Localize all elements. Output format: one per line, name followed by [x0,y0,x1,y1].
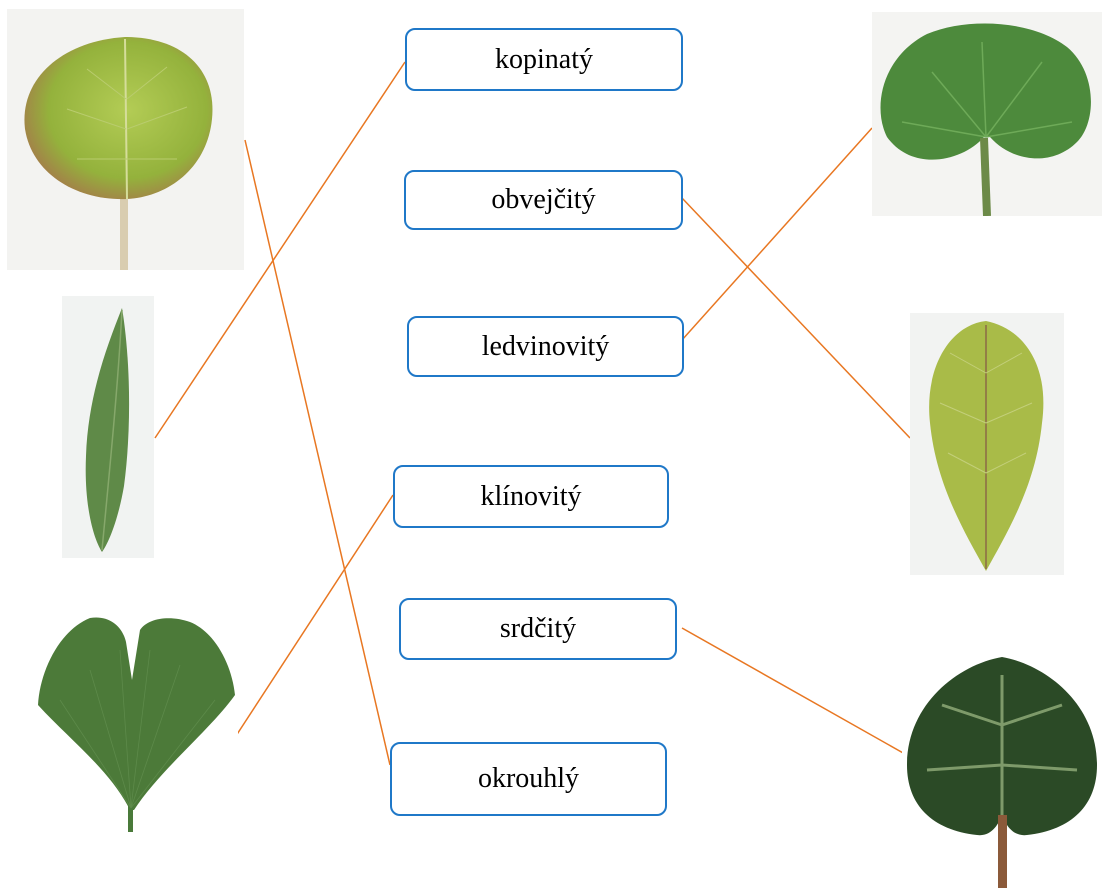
label-okrouhly[interactable]: okrouhlý [390,742,667,816]
obovate-leaf-image [910,313,1064,575]
label-kopinaty[interactable]: kopinatý [405,28,683,91]
lanceolate-leaf-image [62,296,154,558]
label-srdcity[interactable]: srdčitý [399,598,677,660]
connector-cordate-to-srdcity [682,628,912,758]
label-kopinaty-text: kopinatý [495,44,593,76]
label-ledvinovity-text: ledvinovitý [482,331,610,363]
kidney-leaf-image [872,12,1102,216]
label-klinovity-text: klínovitý [480,481,581,513]
label-obvejcity[interactable]: obvejčitý [404,170,683,230]
round-leaf-image [7,9,244,270]
connector-obovate-to-obvejcity [682,198,910,438]
connector-round-to-okrouhly [245,140,390,765]
label-ledvinovity[interactable]: ledvinovitý [407,316,684,377]
cordate-leaf-image [902,645,1102,888]
label-klinovity[interactable]: klínovitý [393,465,669,528]
connector-ginkgo-to-klinovity [232,495,393,742]
label-okrouhly-text: okrouhlý [478,763,579,795]
ginkgo-leaf-image [30,610,238,832]
label-obvejcity-text: obvejčitý [491,184,595,216]
label-srdcity-text: srdčitý [500,613,576,645]
connector-kidney-to-ledvinovity [682,128,872,340]
